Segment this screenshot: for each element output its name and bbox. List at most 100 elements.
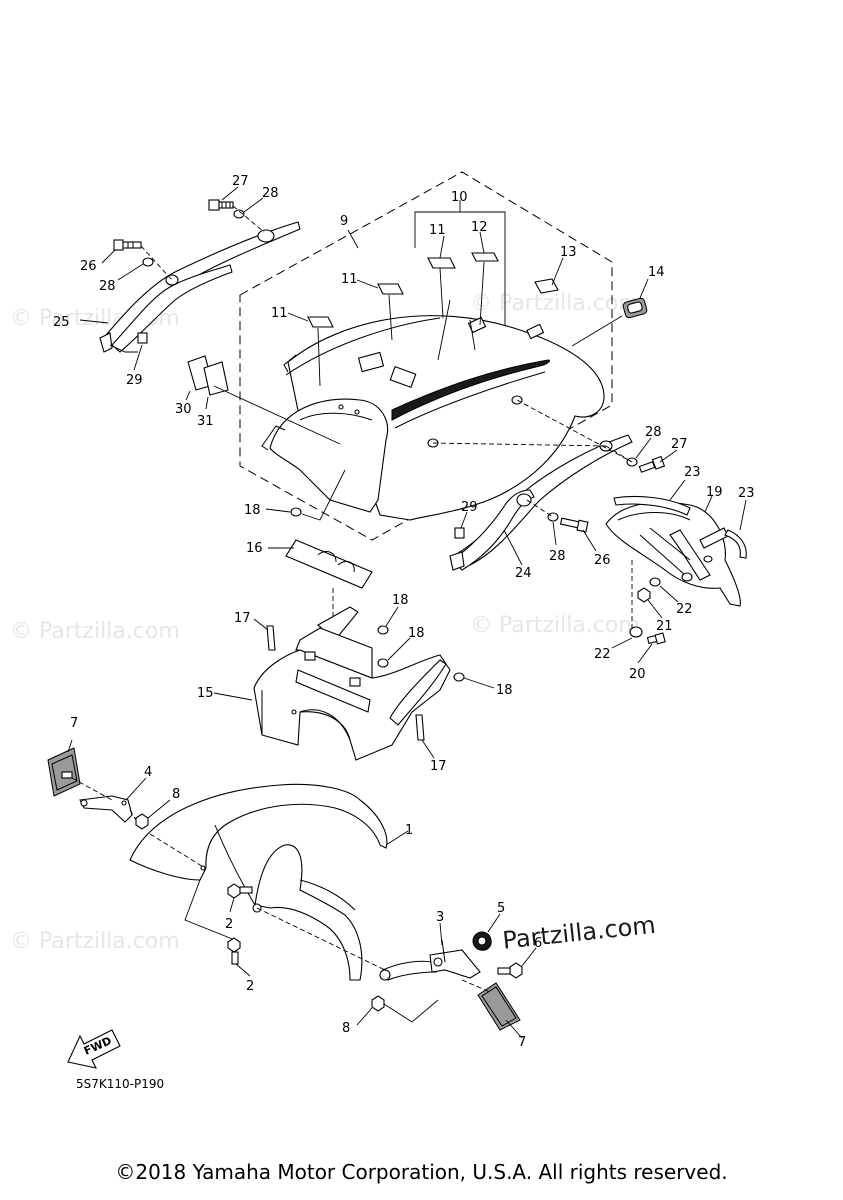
caution-label-11c [307,316,334,328]
callout-26-right: 26 [594,553,611,568]
callout-5: 5 [497,901,505,916]
callout-28-right-high: 28 [645,425,662,440]
bolt-2-upper [227,883,253,899]
label-13 [534,278,559,294]
callout-20: 20 [629,667,646,682]
callout-18-b: 18 [408,626,425,641]
callout-7-left: 7 [70,716,78,731]
bolt-27-top [208,199,234,211]
callout-26-left: 26 [80,259,97,274]
grab-rail-left-25 [99,221,301,353]
callout-23-top: 23 [684,465,701,480]
callout-17-right: 17 [430,759,447,774]
spacer-29-left [137,332,148,344]
callout-15: 15 [197,686,214,701]
bolt-7-stud [61,771,73,779]
watermark-4: © Partzilla.com [470,613,640,638]
callout-8-lower: 8 [342,1021,350,1036]
callout-2-lower: 2 [246,979,254,994]
callout-10: 10 [451,190,468,205]
callout-2-upper: 2 [225,917,233,932]
clip-17-left [266,625,276,651]
front-fender-1 [129,783,388,981]
callout-22-upper: 22 [676,602,693,617]
bolt-27-right [638,455,666,473]
callout-11-top: 11 [429,223,446,238]
callout-29-right: 29 [461,500,478,515]
bolt-26-left [113,239,142,251]
callout-13: 13 [560,245,577,260]
clip-17-right [415,714,425,741]
callout-30: 30 [175,402,192,417]
caution-label-12 [471,252,499,262]
grommet-5 [472,931,492,951]
bolt-2-lower [227,937,241,965]
washer-28-left [142,257,154,267]
spacer-29-right [454,527,465,539]
callout-27-right: 27 [671,437,688,452]
nut-8-lower [371,995,385,1012]
callout-24: 24 [515,566,532,581]
nut-8-upper [135,813,149,830]
callout-28-top: 28 [262,186,279,201]
watermark-3: © Partzilla.com [10,619,180,644]
bolt-18-fender [290,507,302,517]
callout-31: 31 [197,414,214,429]
callout-21: 21 [656,619,673,634]
caution-label-11a [427,257,456,269]
callout-12: 12 [471,220,488,235]
inner-fender-15 [253,606,451,761]
callout-numbers: 1 2 2 3 4 5 6 7 7 8 8 9 10 11 11 11 12 1… [53,174,755,1050]
diagram-code: 5S7K110-P190 [76,1077,164,1091]
callout-29-left: 29 [126,373,143,388]
callout-14: 14 [648,265,665,280]
reflector-7-right [477,982,521,1031]
callout-8-upper: 8 [172,787,180,802]
washer-28-top [233,209,245,219]
callout-16: 16 [246,541,263,556]
lead-9 [347,229,359,249]
rear-fender-assembly-boundary [239,171,613,541]
washer-22-upper [649,577,661,587]
callout-11-left: 11 [271,306,288,321]
watermark-2: © Partzilla.com [470,291,640,316]
fwd-arrow: FWD [67,1029,121,1069]
spacer-23-right [724,529,747,559]
nut-21 [637,587,651,603]
callout-27-top: 27 [232,174,249,189]
bolt-18-b [377,658,389,668]
bolt-18-a [377,625,389,635]
watermarks: © Partzilla.com © Partzilla.com © Partzi… [10,291,657,958]
callout-1: 1 [405,823,413,838]
grab-rail-right-24 [449,434,633,571]
bracket-4 [79,795,133,823]
callout-3: 3 [436,910,444,925]
callout-18-a: 18 [392,593,409,608]
bolt-18-c [453,672,465,682]
callout-9: 9 [340,214,348,229]
watermark-5: © Partzilla.com [10,929,180,954]
washer-22-lower [629,626,643,638]
bolt-6 [497,962,523,979]
callout-4: 4 [144,765,152,780]
reflector-30-31 [187,355,229,396]
tail-bracket-19 [605,501,741,607]
callout-19: 19 [706,485,723,500]
callout-25: 25 [53,315,70,330]
copyright-notice: ©2018 Yamaha Motor Corporation, U.S.A. A… [115,1160,728,1184]
callout-11-middle: 11 [341,272,358,287]
callout-23-right: 23 [738,486,755,501]
stay-3 [379,939,481,981]
bolt-20 [646,632,666,645]
callout-18-c: 18 [496,683,513,698]
callout-6: 6 [534,936,542,951]
fender-exploded-view: © Partzilla.com © Partzilla.com © Partzi… [10,171,755,1091]
cover-16 [285,539,373,589]
callout-7-right: 7 [518,1035,526,1050]
callout-28-right-low: 28 [549,549,566,564]
callout-22-lower: 22 [594,647,611,662]
spacer-23-top [613,495,691,516]
callout-18-fender: 18 [244,503,261,518]
callout-17-left: 17 [234,611,251,626]
